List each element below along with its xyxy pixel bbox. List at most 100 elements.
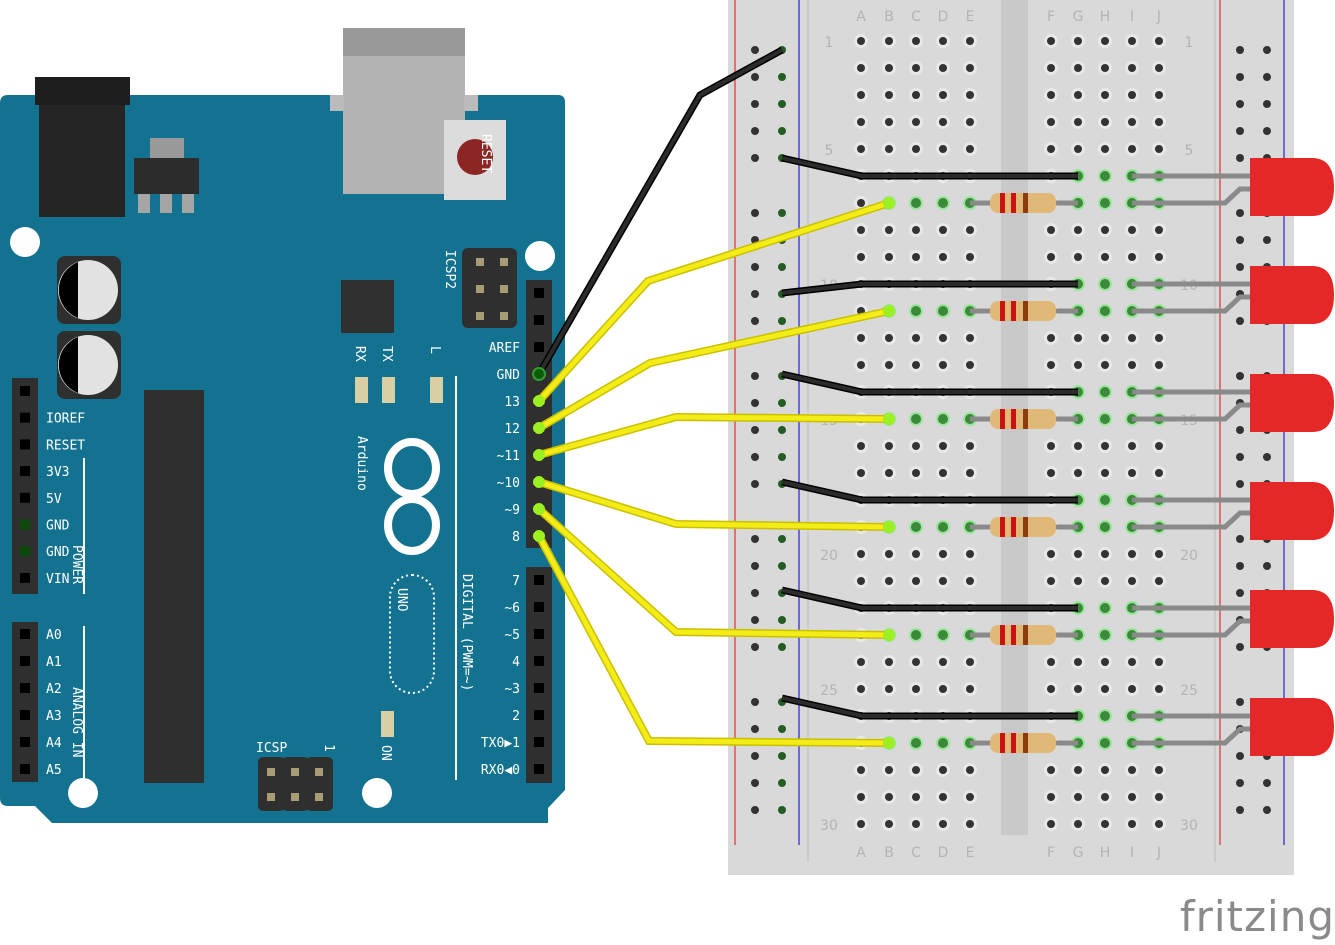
- rail-hole[interactable]: [751, 317, 759, 325]
- breadboard-hole[interactable]: [1074, 766, 1082, 774]
- analog-pin-a4[interactable]: [20, 737, 30, 747]
- breadboard-hole[interactable]: [912, 685, 920, 693]
- rail-hole[interactable]: [778, 453, 786, 461]
- breadboard-hole[interactable]: [885, 685, 893, 693]
- rail-hole[interactable]: [751, 127, 759, 135]
- breadboard-hole[interactable]: [1128, 334, 1136, 342]
- breadboard-hole[interactable]: [966, 766, 974, 774]
- breadboard-hole[interactable]: [912, 64, 920, 72]
- breadboard-hole[interactable]: [857, 64, 865, 72]
- breadboard-hole[interactable]: [1074, 91, 1082, 99]
- breadboard-hole[interactable]: [939, 685, 947, 693]
- rail-hole[interactable]: [778, 806, 786, 814]
- rail-hole[interactable]: [1263, 779, 1271, 787]
- rail-hole[interactable]: [778, 725, 786, 733]
- breadboard-hole[interactable]: [1074, 469, 1082, 477]
- breadboard-hole[interactable]: [1047, 577, 1055, 585]
- breadboard-hole[interactable]: [1155, 118, 1163, 126]
- rail-hole[interactable]: [778, 209, 786, 217]
- digital-pin[interactable]: [534, 737, 544, 747]
- breadboard-hole[interactable]: [939, 469, 947, 477]
- breadboard-hole[interactable]: [966, 334, 974, 342]
- rail-hole[interactable]: [751, 698, 759, 706]
- breadboard-hole[interactable]: [1074, 442, 1082, 450]
- breadboard-hole[interactable]: [912, 442, 920, 450]
- rail-hole[interactable]: [751, 562, 759, 570]
- breadboard-hole[interactable]: [1155, 226, 1163, 234]
- breadboard-hole[interactable]: [1128, 793, 1136, 801]
- breadboard-hole[interactable]: [885, 91, 893, 99]
- breadboard-hole[interactable]: [1047, 442, 1055, 450]
- breadboard-hole[interactable]: [1101, 118, 1109, 126]
- rail-hole[interactable]: [1263, 236, 1271, 244]
- breadboard-hole[interactable]: [912, 793, 920, 801]
- breadboard-hole[interactable]: [1128, 64, 1136, 72]
- breadboard-hole[interactable]: [912, 820, 920, 828]
- breadboard-hole[interactable]: [939, 226, 947, 234]
- digital-pin[interactable]: [534, 764, 544, 774]
- breadboard-hole[interactable]: [1128, 469, 1136, 477]
- breadboard-hole[interactable]: [1128, 577, 1136, 585]
- breadboard-hole[interactable]: [1101, 793, 1109, 801]
- breadboard-hole[interactable]: [1074, 64, 1082, 72]
- breadboard-hole[interactable]: [939, 658, 947, 666]
- breadboard-hole[interactable]: [885, 145, 893, 153]
- breadboard-hole[interactable]: [966, 91, 974, 99]
- rail-hole[interactable]: [1263, 127, 1271, 135]
- breadboard-hole[interactable]: [1101, 577, 1109, 585]
- digital-pin[interactable]: [534, 710, 544, 720]
- rail-hole[interactable]: [778, 127, 786, 135]
- breadboard-hole[interactable]: [939, 91, 947, 99]
- breadboard-hole[interactable]: [1074, 334, 1082, 342]
- rail-hole[interactable]: [751, 46, 759, 54]
- breadboard-hole[interactable]: [1155, 64, 1163, 72]
- rail-hole[interactable]: [1263, 100, 1271, 108]
- power-pin-3V3[interactable]: [20, 466, 30, 477]
- breadboard-hole[interactable]: [1155, 37, 1163, 45]
- breadboard-hole[interactable]: [912, 469, 920, 477]
- rail-hole[interactable]: [751, 643, 759, 651]
- breadboard-hole[interactable]: [966, 253, 974, 261]
- breadboard-hole[interactable]: [1074, 118, 1082, 126]
- breadboard-hole[interactable]: [885, 820, 893, 828]
- breadboard-hole[interactable]: [1155, 820, 1163, 828]
- breadboard-hole[interactable]: [1074, 145, 1082, 153]
- breadboard-hole[interactable]: [857, 199, 865, 207]
- breadboard-hole[interactable]: [1155, 577, 1163, 585]
- breadboard-hole[interactable]: [939, 766, 947, 774]
- breadboard-hole[interactable]: [1074, 685, 1082, 693]
- breadboard-hole[interactable]: [966, 145, 974, 153]
- breadboard-hole[interactable]: [1074, 550, 1082, 558]
- breadboard-hole[interactable]: [912, 145, 920, 153]
- rail-hole[interactable]: [1236, 372, 1244, 380]
- breadboard-hole[interactable]: [1155, 550, 1163, 558]
- power-pin-VIN[interactable]: [20, 572, 30, 583]
- breadboard-hole[interactable]: [1047, 91, 1055, 99]
- rail-hole[interactable]: [1236, 100, 1244, 108]
- breadboard-hole[interactable]: [1155, 361, 1163, 369]
- breadboard-hole[interactable]: [1047, 253, 1055, 261]
- breadboard-hole[interactable]: [1101, 37, 1109, 45]
- breadboard-hole[interactable]: [857, 577, 865, 585]
- breadboard-hole[interactable]: [912, 577, 920, 585]
- breadboard-hole[interactable]: [1047, 658, 1055, 666]
- breadboard-hole[interactable]: [966, 685, 974, 693]
- breadboard-hole[interactable]: [857, 226, 865, 234]
- rail-hole[interactable]: [751, 806, 759, 814]
- analog-pin-a3[interactable]: [20, 710, 30, 720]
- breadboard-hole[interactable]: [939, 253, 947, 261]
- rail-hole[interactable]: [778, 752, 786, 760]
- breadboard-hole[interactable]: [857, 685, 865, 693]
- rail-hole[interactable]: [1236, 426, 1244, 434]
- breadboard-hole[interactable]: [1128, 253, 1136, 261]
- rail-hole[interactable]: [751, 372, 759, 380]
- breadboard-hole[interactable]: [1047, 64, 1055, 72]
- breadboard-hole[interactable]: [966, 442, 974, 450]
- rail-hole[interactable]: [751, 616, 759, 624]
- rail-hole[interactable]: [778, 317, 786, 325]
- breadboard-hole[interactable]: [885, 37, 893, 45]
- breadboard-hole[interactable]: [857, 658, 865, 666]
- breadboard-hole[interactable]: [939, 37, 947, 45]
- breadboard-hole[interactable]: [1128, 226, 1136, 234]
- rail-hole[interactable]: [751, 535, 759, 543]
